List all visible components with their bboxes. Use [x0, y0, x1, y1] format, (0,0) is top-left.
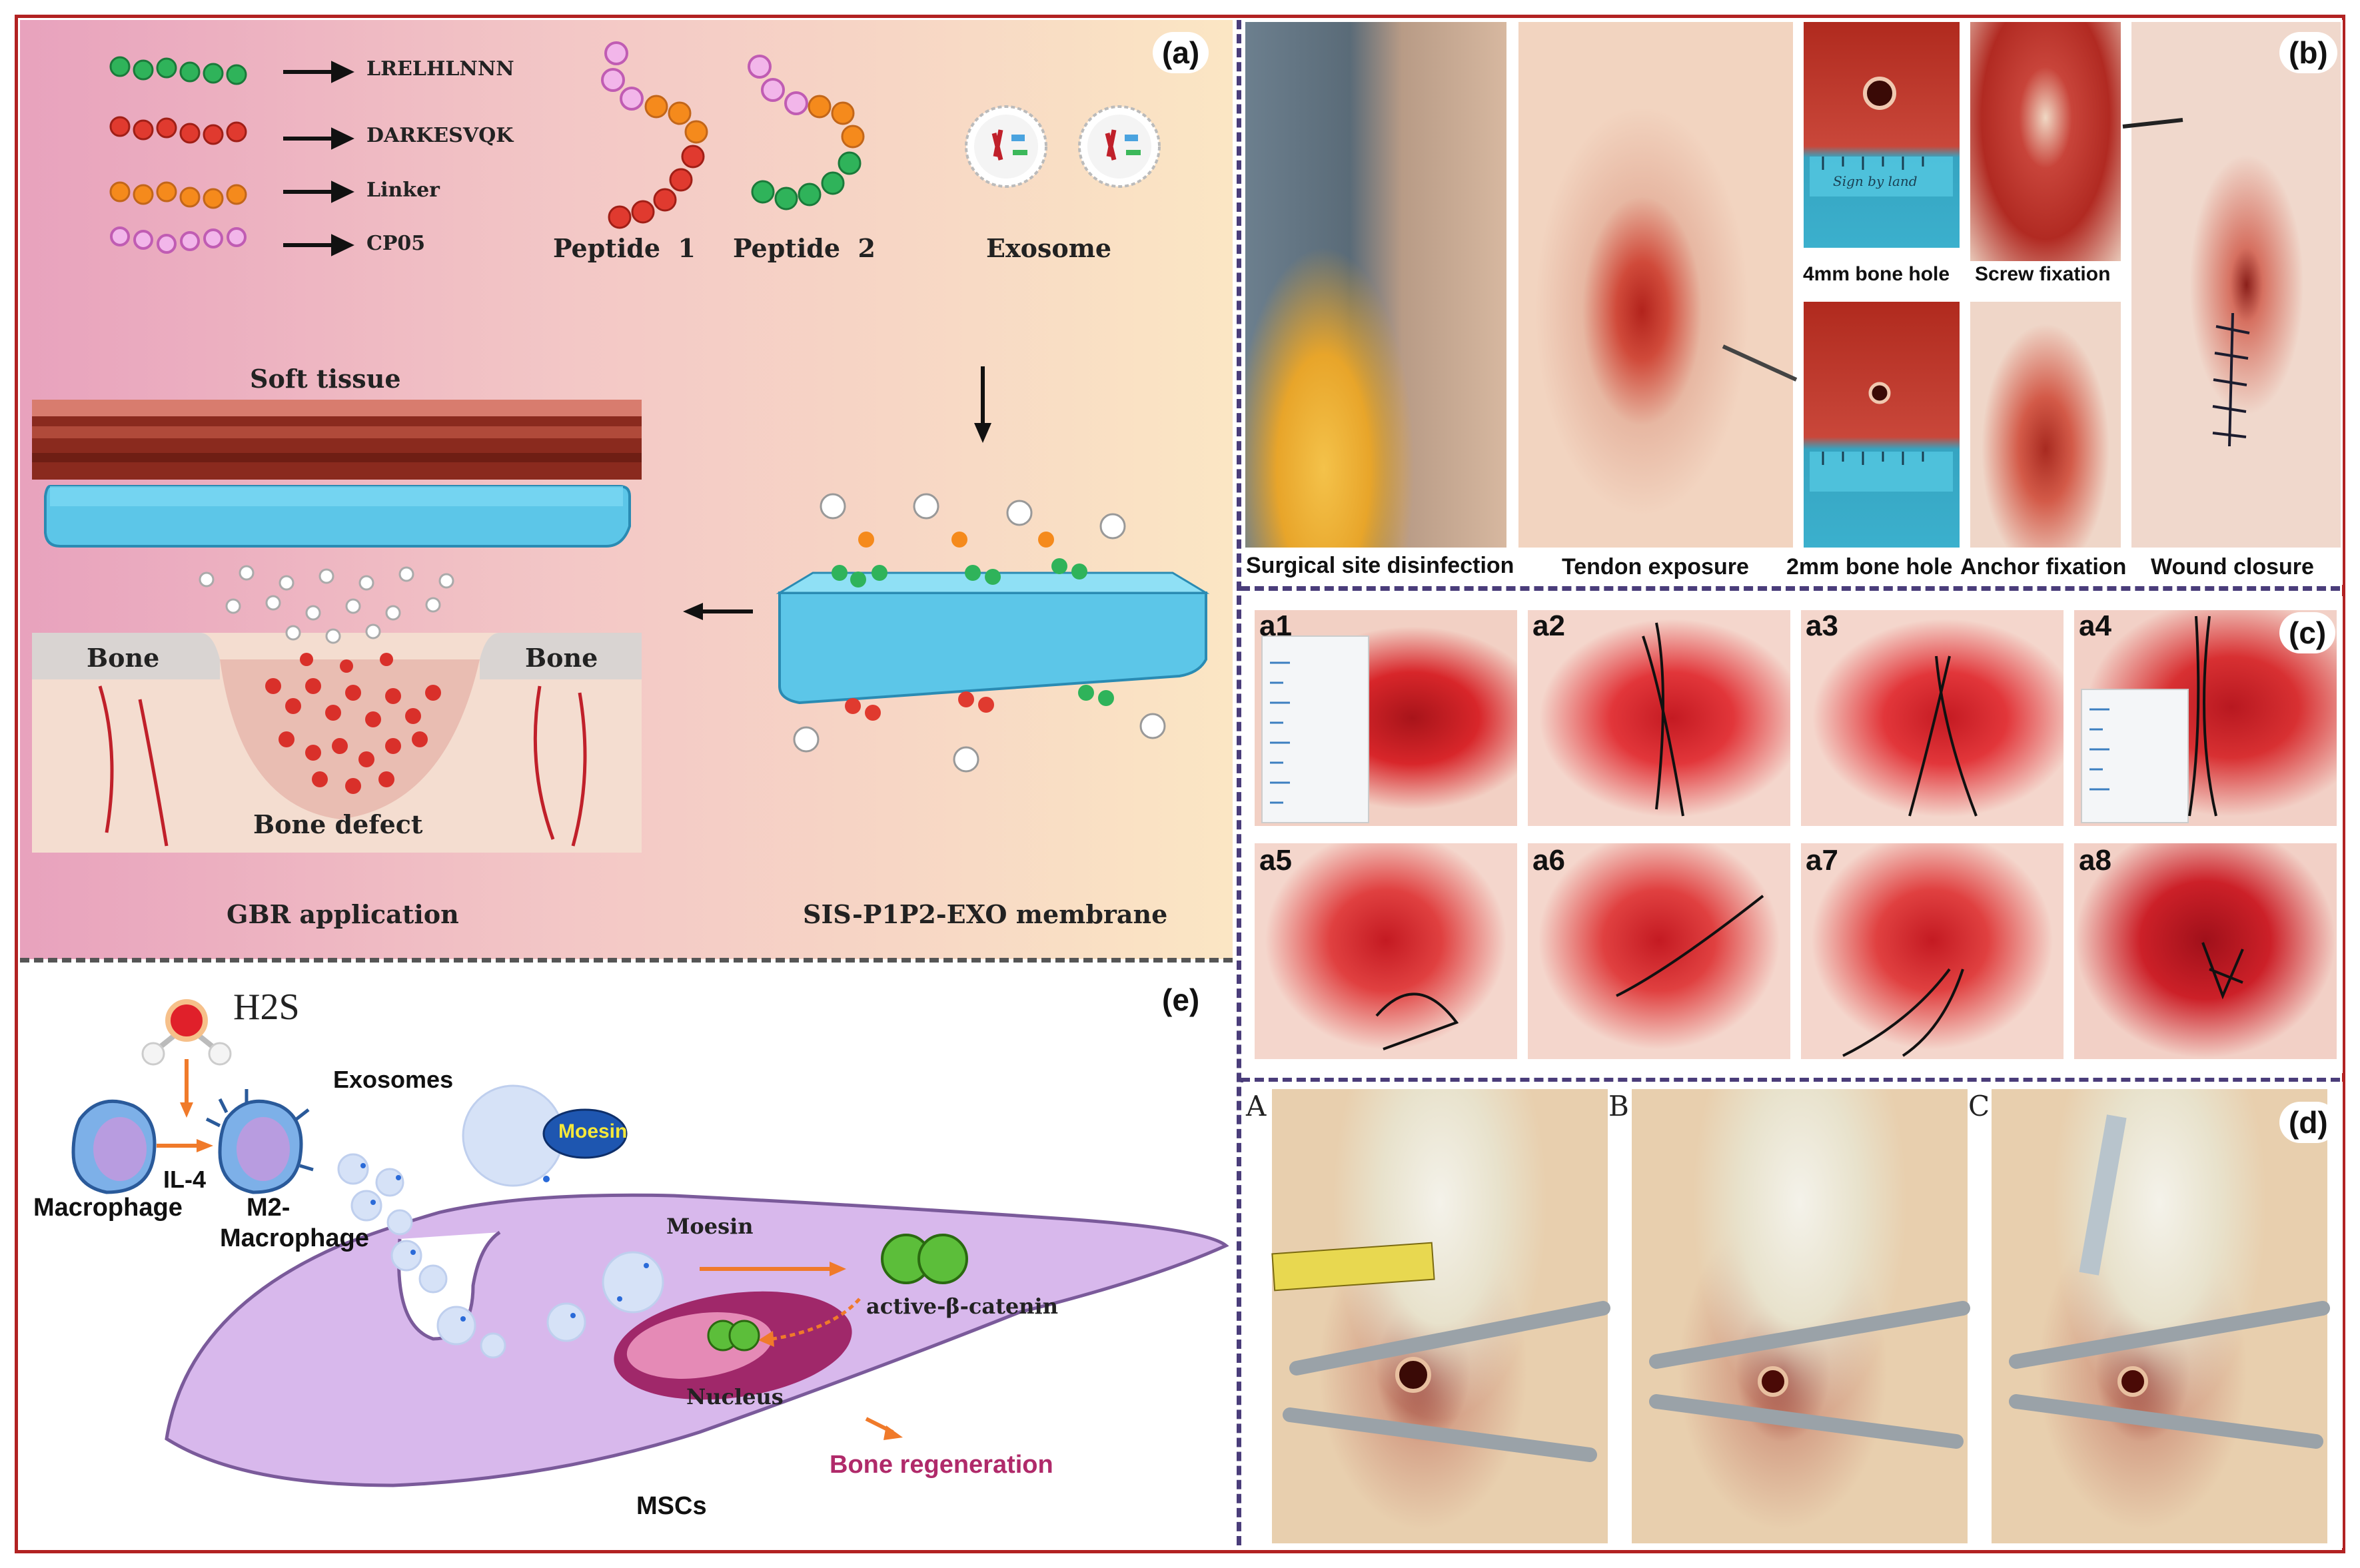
photo-surgical-site-disinfection: [1243, 20, 1508, 550]
panel-a-graphics: [32, 41, 1210, 853]
divider-a-e: [20, 958, 1233, 963]
bone-right-label: Bone: [525, 643, 598, 673]
legend-label-lrelhlnnn: LRELHLNNN: [366, 57, 514, 81]
panel-e-graphics: [71, 999, 1229, 1487]
catenin-in-nucleus-icon: [707, 1320, 760, 1352]
divider-b-c: [1241, 586, 2340, 591]
bone-left-label: Bone: [87, 643, 160, 673]
down-arrow-icon: [974, 366, 991, 443]
released-exosomes: [199, 565, 454, 644]
panel-c-overlays: [1261, 615, 2244, 1057]
panel-d-overlays: [1271, 1114, 2330, 1462]
catenin-label: active-β-catenin: [866, 1294, 1058, 1319]
nucleus-label: Nucleus: [686, 1384, 784, 1409]
legend-label-cp05: CP05: [366, 232, 426, 255]
h2s-molecule-icon: [165, 999, 208, 1042]
photo-d-b: [1630, 1087, 1970, 1545]
sublabel-a8: a8: [2079, 844, 2111, 877]
panel-b: Sign by land (b) Surgical site disinfect…: [1243, 20, 2343, 585]
photo-a5: [1253, 841, 1519, 1061]
caption-tendon-exposure: Tendon exposure: [1562, 554, 1749, 580]
peptide-1-chain: [601, 41, 708, 229]
legend-label-darkesvqk: DARKESVQK: [366, 124, 514, 147]
h2s-label: H2S: [233, 986, 300, 1028]
figure-frame: [15, 15, 2345, 1553]
legend-chain-green: [109, 56, 247, 85]
bone-regeneration-label: Bone regeneration: [830, 1451, 1053, 1479]
membrane-right: [776, 572, 1210, 705]
sublabel-d-b: B: [1608, 1090, 1629, 1122]
legend-arrows: [283, 61, 354, 256]
sublabel-a3: a3: [1806, 609, 1838, 642]
photo-2mm-bone-hole: [1802, 300, 1962, 550]
photo-a6: [1526, 841, 1792, 1061]
caption-2mm-bone-hole: 2mm bone hole: [1786, 554, 1953, 580]
catenin-icon: [881, 1234, 968, 1284]
il4-label: IL-4: [163, 1166, 207, 1193]
caption-screw-fixation: Screw fixation: [1975, 263, 2111, 285]
legend-chain-red: [109, 116, 247, 145]
caption-4mm-bone-hole: 4mm bone hole: [1803, 263, 1950, 285]
left-arrow-icon: [683, 603, 753, 620]
photo-4mm-bone-hole: [1802, 20, 1962, 250]
m2-macrophage-label-line2: Macrophage: [220, 1224, 369, 1252]
panel-e-label: (e): [1153, 979, 1209, 1020]
photo-tendon-exposure: [1516, 20, 1795, 550]
exosome-label: Exosome: [986, 233, 1112, 263]
sublabel-d-a: A: [1246, 1090, 1267, 1122]
moesin-badge-shape: [542, 1108, 628, 1159]
caption-surgical-site-disinfection: Surgical site disinfection: [1246, 553, 1514, 578]
m2-macrophage-label-line1: M2-: [247, 1194, 291, 1222]
panel-c: a1 a2 a3 a4 a5 a6 a7 a8 (c): [1243, 596, 2343, 1073]
bone-defect-label: Bone defect: [253, 809, 423, 839]
membrane-right-chains: [793, 493, 1166, 773]
sublabel-a1: a1: [1259, 609, 1292, 642]
divider-c-d: [1241, 1078, 2340, 1082]
panel-b-overlays: [1722, 77, 2250, 492]
panel-d: A B C (d): [1243, 1082, 2343, 1548]
panel-b-label: (b): [2279, 32, 2337, 73]
mscs-label: MSCs: [636, 1492, 707, 1520]
sublabel-a2: a2: [1532, 609, 1565, 642]
cell-cluster: [265, 653, 441, 794]
caption-anchor-fixation: Anchor fixation: [1960, 554, 2127, 580]
panel-a: (a): [20, 20, 1233, 959]
photo-wound-closure: [2129, 20, 2343, 550]
membrane-left: [44, 485, 631, 548]
sublabel-a5: a5: [1259, 844, 1292, 877]
membrane-label: SIS-P1P2-EXO membrane: [803, 899, 1168, 929]
exosome-icon-2: [1078, 105, 1161, 188]
caption-wound-closure: Wound closure: [2151, 554, 2314, 580]
exosome-icon: [965, 105, 1047, 188]
peptide-2-label: Peptide 2: [733, 233, 876, 263]
sublabel-a6: a6: [1532, 844, 1565, 877]
panel-a-label: (a): [1153, 32, 1209, 73]
legend-label-linker: Linker: [366, 179, 440, 202]
peptide-2-chain: [748, 55, 865, 210]
peptide-1-label: Peptide 1: [553, 233, 696, 263]
sublabel-a7: a7: [1806, 844, 1838, 877]
ruler-text: Sign by land: [1833, 173, 1918, 189]
sublabel-d-c: C: [1968, 1090, 1990, 1122]
sublabel-a4: a4: [2079, 609, 2111, 642]
moesin-label: Moesin: [666, 1214, 754, 1239]
vertical-divider: [1237, 20, 1241, 1545]
photo-screw-fixation: [1968, 20, 2123, 263]
m2-macrophage-icon: [205, 1089, 314, 1194]
moesin-badge-label: Moesin: [558, 1120, 628, 1142]
photo-a3: [1799, 608, 2065, 828]
exosomes-label: Exosomes: [333, 1066, 454, 1093]
macrophage-icon: [71, 1099, 157, 1194]
legend-chain-orange: [109, 181, 247, 209]
macrophage-label: Macrophage: [33, 1194, 183, 1222]
soft-tissue-layer: [32, 400, 642, 480]
gbr-application-label: GBR application: [227, 899, 459, 929]
panel-c-label: (c): [2279, 612, 2336, 653]
panel-e: H2S IL-4 Exosomes Moesin Macrophage M2- …: [20, 966, 1233, 1549]
panel-d-label: (d): [2279, 1102, 2337, 1143]
soft-tissue-label: Soft tissue: [250, 364, 401, 394]
legend-chain-pink: [110, 226, 247, 254]
photo-anchor-fixation: [1968, 300, 2123, 550]
photo-a7: [1799, 841, 2065, 1061]
